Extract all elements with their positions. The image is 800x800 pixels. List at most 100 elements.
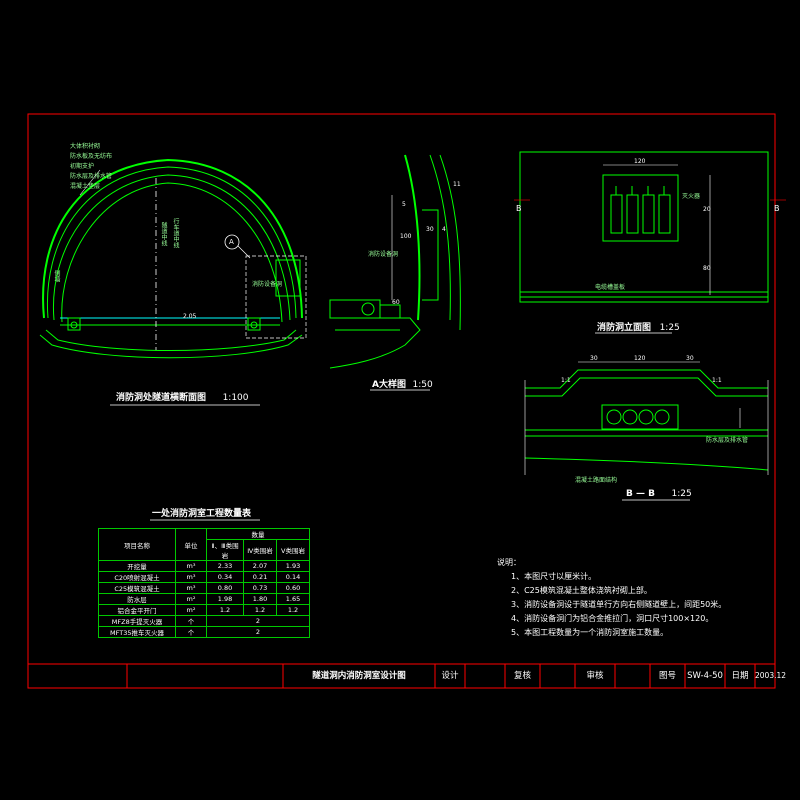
subheader: Ⅱ、Ⅲ类围岩 [206,539,244,561]
row-value: 2.07 [243,560,277,572]
cross-section-legend: 大体积衬砌 防水板及无纺布 初期支护 防水层及排水管 混凝土垫层 [70,142,112,192]
elevation-side-dim: 20 [703,206,711,213]
row-unit: m³ [175,571,207,583]
subheader: Ⅴ类围岩 [276,539,310,561]
notes: 说明： 1、本图尺寸以厘米计。 2、C25模筑混凝土整体浇筑衬砌上部。 3、消防… [497,556,726,640]
elevation-caption: 消防洞立面图 1:25 [597,323,680,333]
row-value: 1.65 [276,593,310,605]
section-bb-slope: 1:1 [561,377,571,384]
section-bb-label: 混凝土路面结构 [575,477,618,484]
row-value: 0.21 [243,571,277,583]
notes-title: 说明： [497,558,521,567]
review-label: 复核 [513,671,531,681]
row-unit: m³ [175,560,207,572]
row-name: 防水层 [98,593,176,605]
section-bb-caption: B — B 1:25 [626,489,692,499]
detail-a-label: 消防设备洞 [368,251,399,258]
section-bb-dimensions [524,361,769,475]
legend-item: 混凝土垫层 [70,183,101,190]
table-row: 防水层 m² 1.98 1.80 1.65 [98,593,310,605]
lane-centerline-label: 行车道中线 [172,218,179,248]
table-header-row: 项目名称 单位 数量 [98,528,310,561]
detail-a-dim: 11 [453,181,461,188]
drawing-frame [27,113,776,689]
tunnel-cross-section [39,158,303,359]
elevation-dimensions [514,164,786,295]
section-bb-dim: 120 [634,355,646,362]
legend-item: 大体积衬砌 [70,143,101,150]
note-item: 4、消防设备洞门为铝合金推拉门，洞口尺寸100×120。 [511,614,714,623]
caption-text: 消防洞立面图 [597,323,652,333]
row-value: 1.2 [276,604,310,616]
legend-leader [79,169,101,196]
detail-a-dim: 30 [426,226,434,233]
section-bb-slope: 1:1 [712,377,722,384]
detail-a-dim: 4 [442,226,446,233]
detail-a-drawing [329,154,461,369]
row-name: 铝合金平开门 [98,604,176,616]
row-name: MFZ8手提灭火器 [98,615,176,627]
row-name: MFT35推车灭火器 [98,626,176,638]
title-block: 隧道洞内消防洞室设计图 设计 复核 审核 图号 SW-4-50 日期 2003.… [28,664,787,688]
section-bb-label: 防水层及排水管 [706,437,749,444]
section-bb-dim: 30 [590,355,598,362]
detail-a-caption: A大样图 1:50 [372,380,433,390]
date-label: 日期 [731,671,749,681]
elevation-side-dim: 80 [703,265,711,272]
note-item: 5、本图工程数量为一个消防洞室施工数量。 [511,628,669,637]
row-value: 0.73 [243,582,277,594]
drawing-title: 隧道洞内消防洞室设计图 [312,671,406,681]
detail-a-boundary [245,255,307,339]
note-item: 1、本图尺寸以厘米计。 [511,572,597,581]
caption-scale: 1:25 [659,323,680,333]
centerline-label: 隧道中线 [160,222,167,246]
date-value: 2003.12 [755,671,787,680]
legend-item: 防水板及无纺布 [70,153,113,160]
caption-scale: 1:50 [412,380,433,390]
caption-scale: 1:25 [671,489,692,499]
note-item: 3、消防设备洞设于隧道单行方向右侧隧道壁上，间距50米。 [511,600,727,609]
legend-item: 初期支护 [70,163,95,170]
detail-a-dim: 60 [392,299,400,306]
section-bb-dim: 30 [686,355,694,362]
callout-a-leader [237,245,251,259]
niche-elevation-drawing [519,151,769,303]
callout-a-circle [224,234,240,250]
row-unit: 个 [175,626,207,638]
row-name: C25模筑混凝土 [98,582,176,594]
row-value: 1.80 [243,593,277,605]
drawing-no: SW-4-50 [687,671,723,681]
approve-label: 审核 [586,671,604,681]
row-value: 1.93 [276,560,310,572]
cable-cover-label: 电缆槽盖板 [595,284,626,291]
row-value: 2 [206,626,310,638]
header-name: 项目名称 [98,528,176,561]
subheader: Ⅳ类围岩 [243,539,277,561]
legend-item: 防水层及排水管 [70,173,113,180]
detail-a-dim: 100 [400,233,412,240]
quantity-table: 项目名称 单位 数量 Ⅱ、Ⅲ类围岩 Ⅳ类围岩 Ⅴ类围岩 开挖量 m³ 2.33 … [98,528,310,638]
row-value: 0.80 [206,582,244,594]
table-row: 开挖量 m³ 2.33 2.07 1.93 [98,560,310,572]
row-unit: m³ [175,582,207,594]
width-dimension: 2.05 [183,313,197,320]
section-mark-left: B [516,204,522,213]
row-unit: m² [175,604,207,616]
row-value: 0.34 [206,571,244,583]
row-value: 1.2 [243,604,277,616]
row-name: C20喷射混凝土 [98,571,176,583]
caption-text: A大样图 [372,380,406,390]
section-mark-right: B [774,204,780,213]
note-item: 2、C25模筑混凝土整体浇筑衬砌上部。 [511,586,652,595]
row-value: 2 [206,615,310,627]
side-wall-label: 侧墙 [53,270,60,282]
row-unit: 个 [175,615,207,627]
row-value: 1.2 [206,604,244,616]
extinguisher-label: 灭火器 [682,193,701,200]
table-row: C20喷射混凝土 m³ 0.34 0.21 0.14 [98,571,310,583]
caption-scale: 1:100 [222,393,249,403]
cross-section-caption: 消防洞处隧道横断面图 1:100 [116,393,249,403]
header-quantity: 数量 [206,528,310,540]
header-unit: 单位 [175,528,207,561]
